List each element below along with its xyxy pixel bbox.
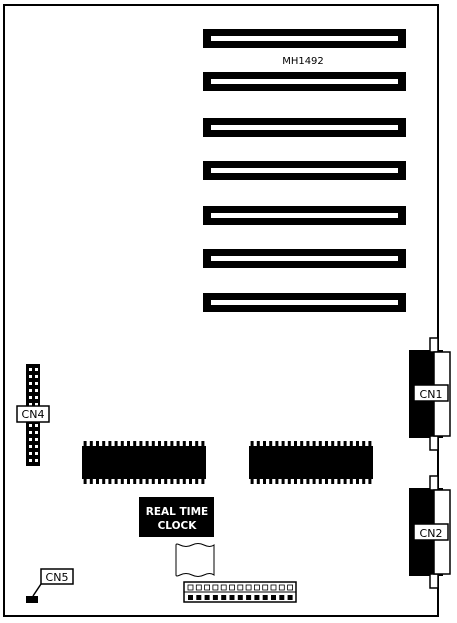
cn2-label-box xyxy=(413,523,449,541)
dip-chip-right xyxy=(249,441,373,484)
expansion-slot xyxy=(203,72,406,91)
cn2-label: CN2 xyxy=(420,527,443,540)
cn5-label: CN5 xyxy=(46,571,69,584)
cn1-label-box xyxy=(413,384,449,402)
expansion-slot xyxy=(203,29,406,48)
battery-outline xyxy=(175,543,215,577)
expansion-slot xyxy=(203,249,406,268)
expansion-slot xyxy=(203,293,406,312)
expansion-slots xyxy=(203,29,406,312)
rtc-label-line2: CLOCK xyxy=(158,520,198,532)
cn1-connector: CN1 xyxy=(409,337,451,451)
cn5-label-box xyxy=(40,568,74,585)
expansion-slot xyxy=(203,206,406,225)
expansion-slot xyxy=(203,118,406,137)
cn1-label: CN1 xyxy=(420,388,443,401)
cn2-connector: CN2 xyxy=(409,475,451,589)
cn4-label-box xyxy=(16,405,50,423)
real-time-clock-chip: REAL TIME CLOCK xyxy=(139,497,214,537)
cn4-label: CN4 xyxy=(22,408,45,421)
expansion-slot xyxy=(203,161,406,180)
cn5-connector: CN5 xyxy=(26,568,74,603)
rtc-label-line1: REAL TIME xyxy=(146,506,208,518)
cn5-jumper xyxy=(26,596,38,603)
bottom-pin-header xyxy=(183,581,297,603)
dip-chip-left xyxy=(82,441,206,484)
cn4-header: CN4 xyxy=(16,364,50,466)
model-label: MH1492 xyxy=(282,56,324,67)
